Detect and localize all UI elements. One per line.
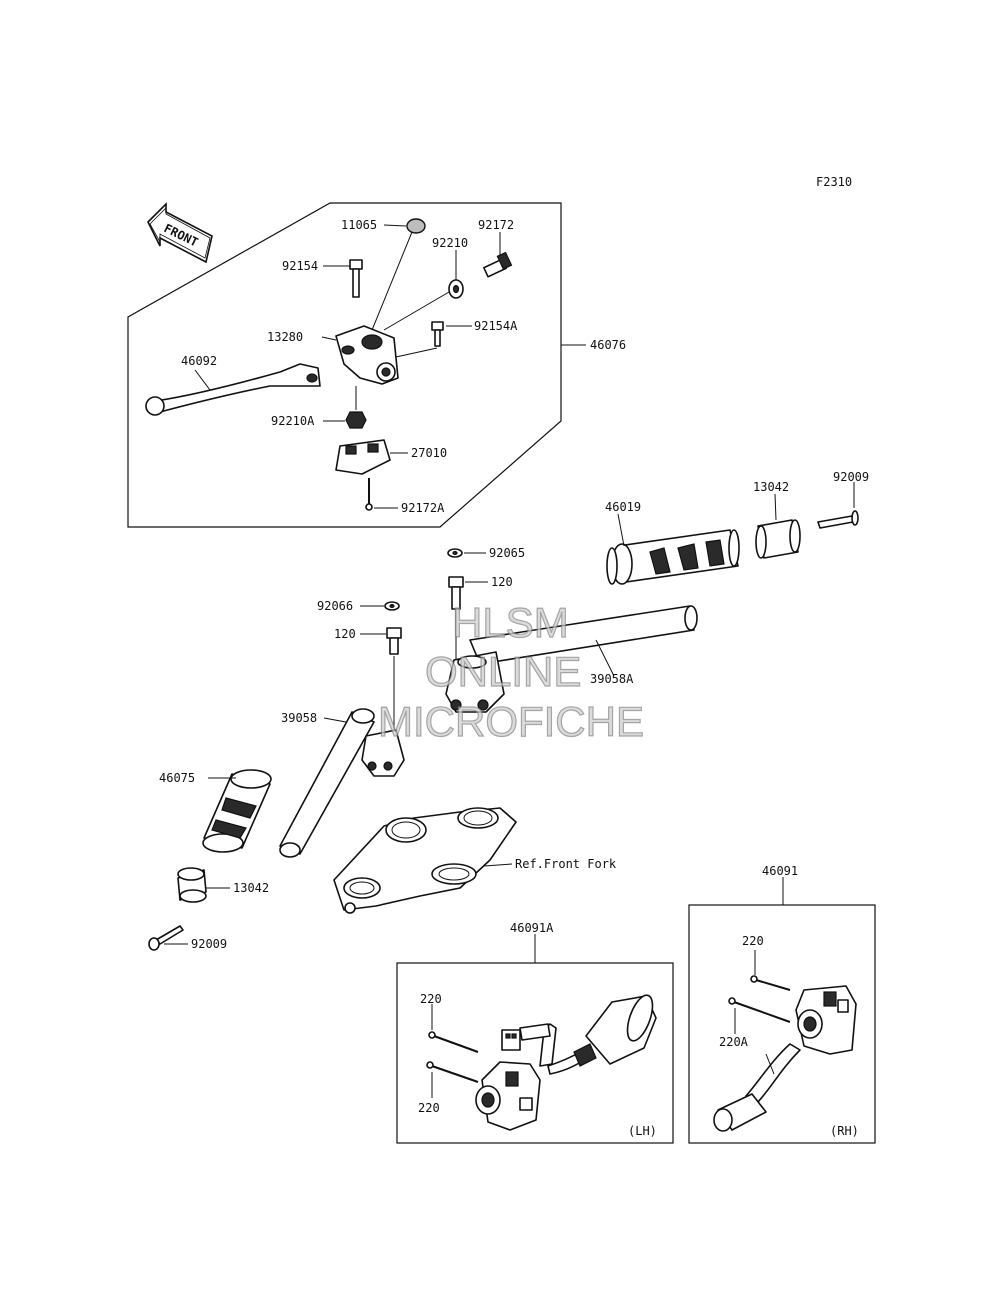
callout-27010: 27010 — [411, 446, 447, 460]
lh-tag: (LH) — [628, 1124, 657, 1138]
watermark: HLSM ONLINE MICROFICHE — [377, 598, 644, 745]
part-46075-grip-left — [202, 769, 272, 853]
callout-92172: 92172 — [478, 218, 514, 232]
callout-13280: 13280 — [267, 330, 303, 344]
callout-120-left: 120 — [334, 627, 356, 641]
part-220-screw-lh-bottom — [426, 1061, 479, 1098]
callout-220-rh: 220 — [742, 934, 764, 948]
front-arrow-icon: FRONT — [147, 202, 213, 264]
callout-13042-left: 13042 — [233, 881, 269, 895]
watermark-line-3: MICROFICHE — [378, 698, 644, 745]
callout-220A-rh: 220A — [719, 1035, 749, 1049]
callout-13042-right: 13042 — [753, 480, 789, 494]
rh-switch-box — [688, 904, 876, 1144]
part-11065-cap — [369, 218, 426, 336]
callout-92210A: 92210A — [271, 414, 315, 428]
part-upper-triple-clamp — [333, 807, 517, 914]
part-92210-washer — [383, 250, 464, 331]
part-39058A-handlebar-right — [445, 605, 698, 713]
callout-46075: 46075 — [159, 771, 195, 785]
callout-ref-front-fork: Ref.Front Fork — [515, 857, 617, 871]
callout-11065: 11065 — [341, 218, 377, 232]
callout-92066: 92066 — [317, 599, 353, 613]
rh-tag: (RH) — [830, 1124, 859, 1138]
callout-92009-left: 92009 — [191, 937, 227, 951]
callout-92172A: 92172A — [401, 501, 445, 515]
part-120-bolt-top — [448, 576, 488, 660]
part-92009-screw-right — [817, 482, 859, 529]
callout-46092: 46092 — [181, 354, 217, 368]
part-46091A-left-switch-housing — [475, 994, 657, 1131]
part-13042-bar-end-weight-left — [177, 867, 230, 903]
part-92172A-screw — [365, 478, 398, 511]
part-46019-throttle-grip — [606, 513, 740, 585]
callout-92210: 92210 — [432, 236, 468, 250]
part-92172-screw — [483, 232, 513, 278]
callout-46076: 46076 — [590, 338, 626, 352]
part-92154-bolt — [323, 259, 363, 298]
callout-120-top: 120 — [491, 575, 513, 589]
callout-220-lh-top: 220 — [420, 992, 442, 1006]
callout-92154: 92154 — [282, 259, 318, 273]
part-220-screw-lh-top — [428, 1004, 479, 1053]
callout-92065: 92065 — [489, 546, 525, 560]
part-92009-screw-left — [148, 925, 188, 951]
callout-92154A: 92154A — [474, 319, 518, 333]
part-220-screw-rh — [750, 950, 791, 991]
callout-39058: 39058 — [281, 711, 317, 725]
part-13280-lever-holder — [321, 325, 399, 385]
part-92066-washer — [360, 601, 400, 611]
part-46092-lever — [145, 363, 321, 416]
watermark-line-2: ONLINE — [425, 648, 581, 695]
lever-assembly-box — [127, 202, 562, 528]
part-92065-washer — [447, 548, 486, 558]
callout-92009-right: 92009 — [833, 470, 869, 484]
lh-switch-box — [396, 962, 674, 1144]
part-39058-handlebar-left — [279, 708, 405, 858]
figure-code: F2310 — [816, 175, 852, 189]
part-13042-bar-end-weight-right — [755, 493, 801, 559]
part-27010-switch — [335, 439, 408, 475]
part-46091-right-switch-housing — [713, 985, 857, 1132]
part-92154A-bolt — [395, 321, 472, 358]
callout-220-lh-bottom: 220 — [418, 1101, 440, 1115]
callout-46019: 46019 — [605, 500, 641, 514]
callout-46091A: 46091A — [510, 921, 554, 935]
watermark-line-1: HLSM — [452, 599, 569, 646]
callout-46091: 46091 — [762, 864, 798, 878]
callout-39058A: 39058A — [590, 672, 634, 686]
part-92210A-nut — [323, 386, 367, 429]
part-220A-screw-rh — [728, 997, 791, 1034]
